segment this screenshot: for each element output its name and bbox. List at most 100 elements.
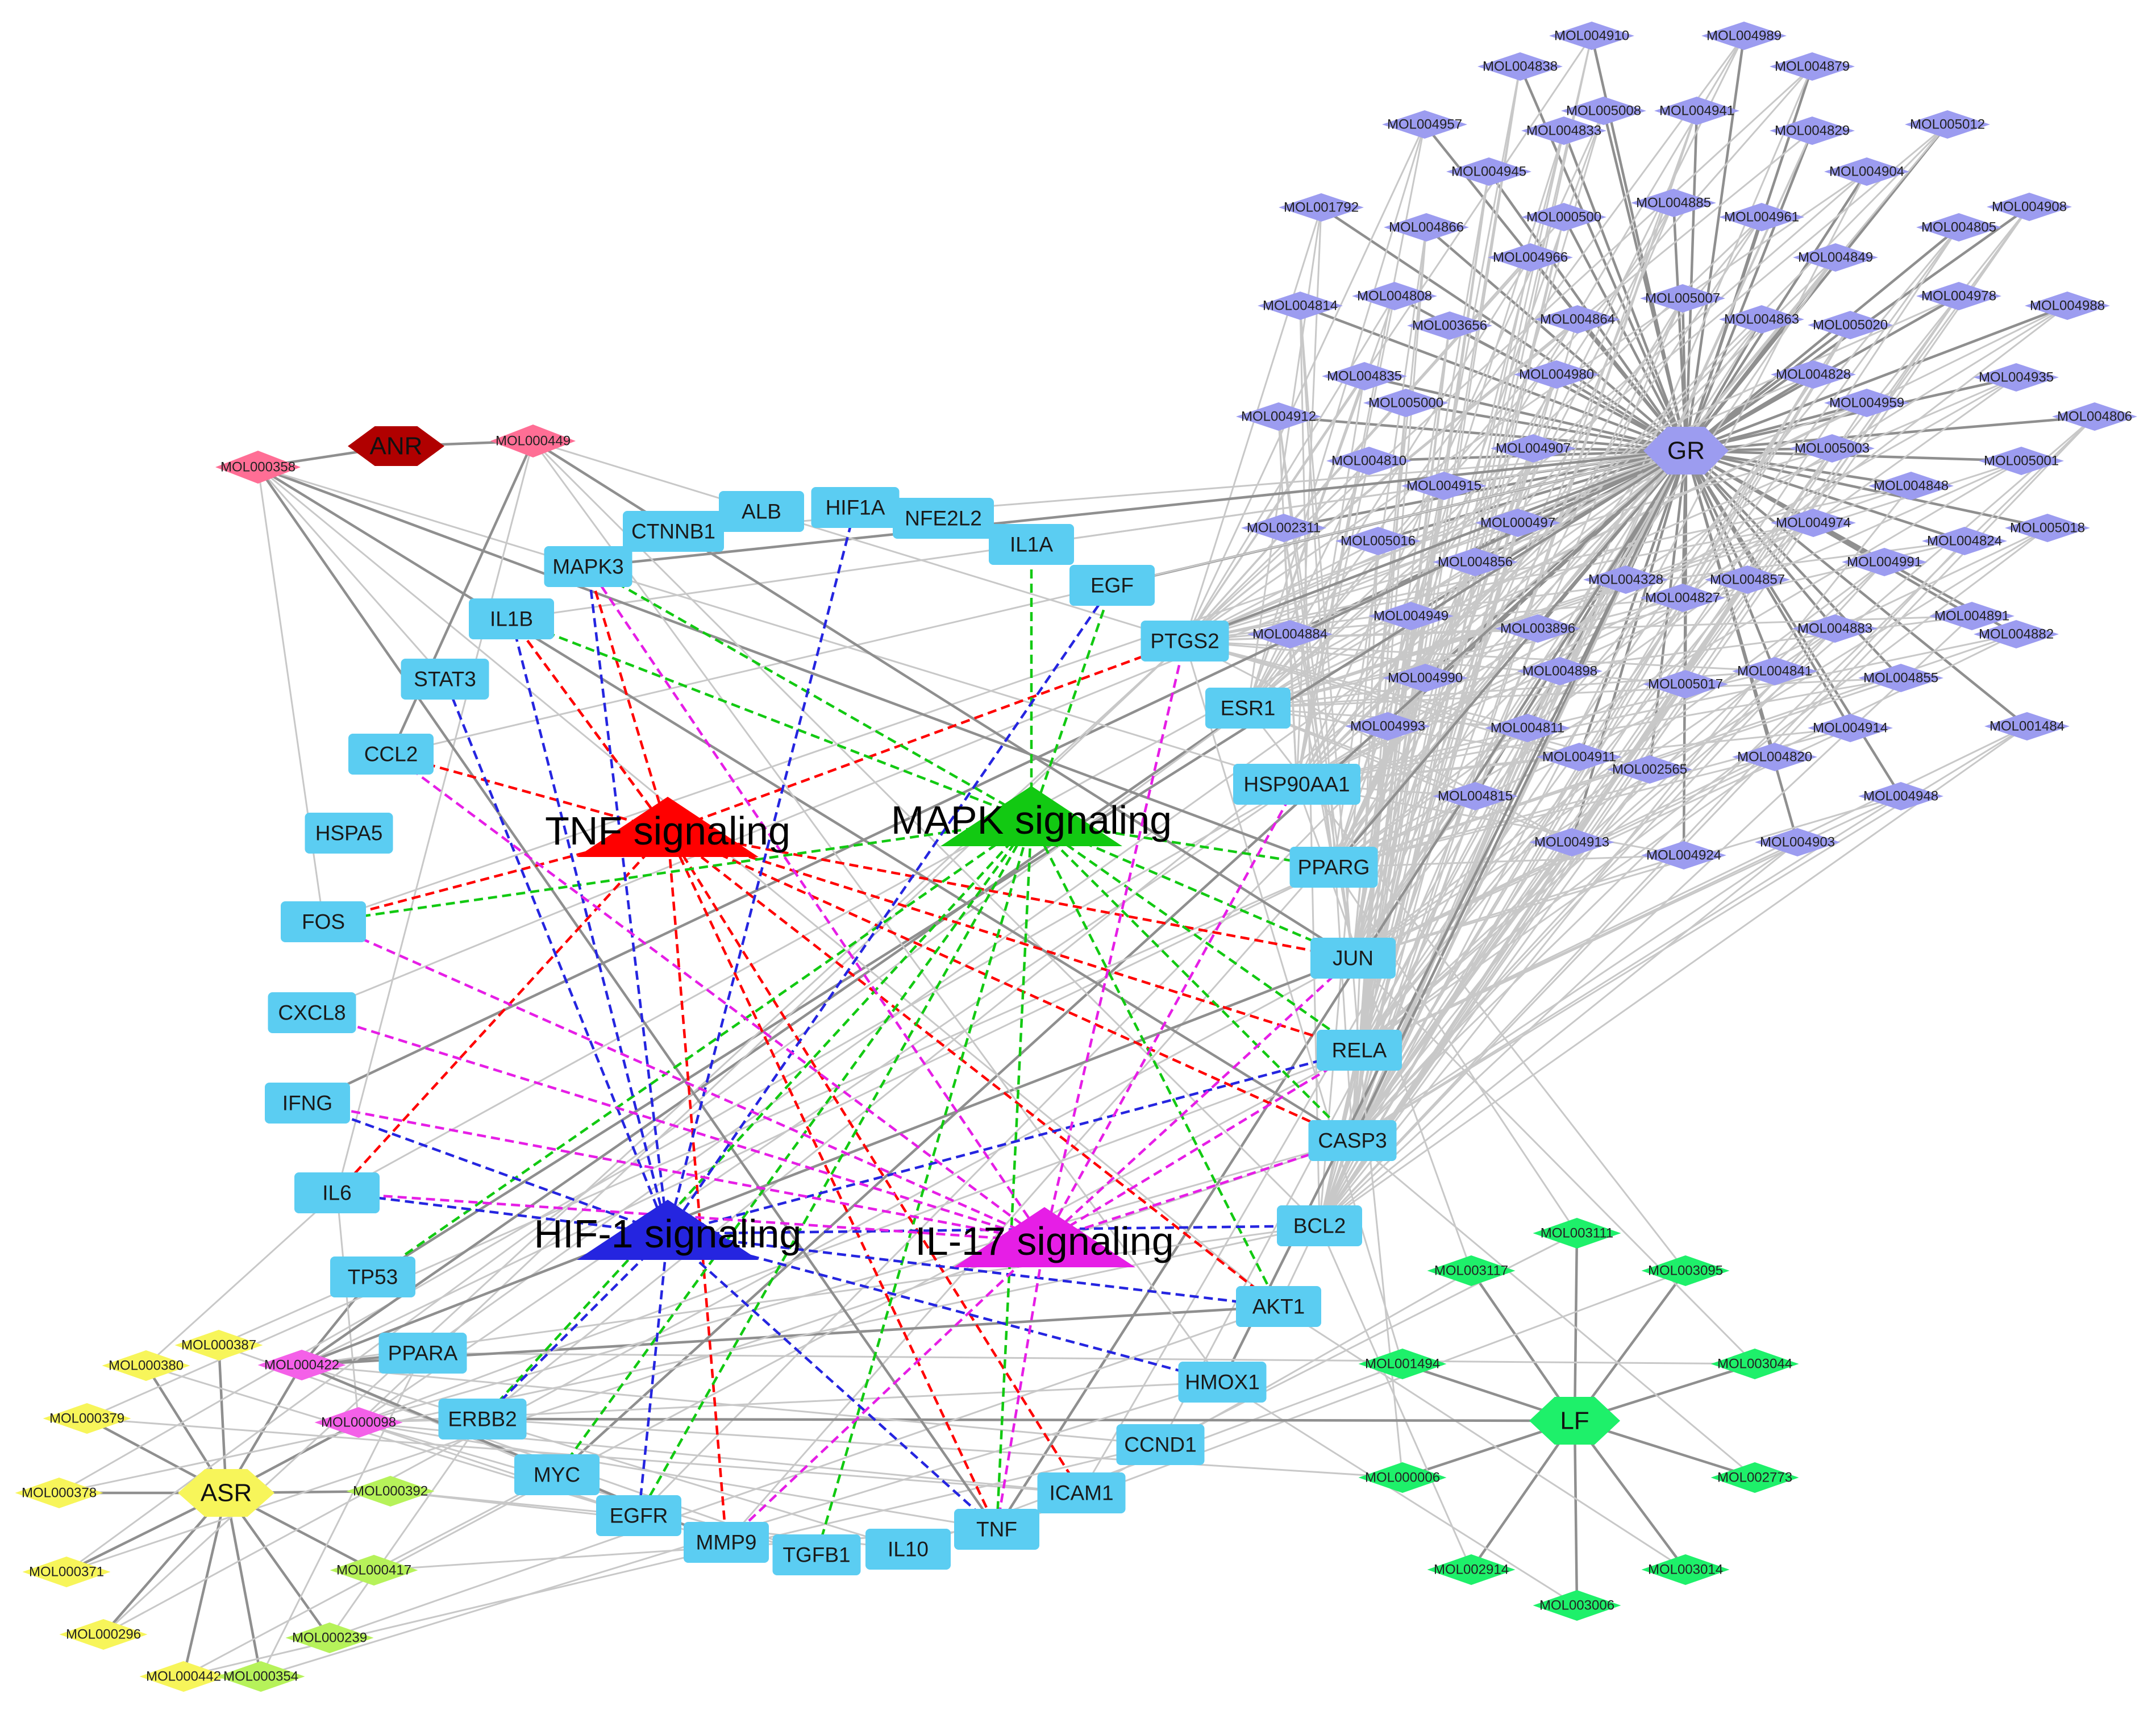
molecule-mol004948[interactable]: MOL004948 [1858, 782, 1943, 810]
molecule-mol004828[interactable]: MOL004828 [1771, 360, 1856, 389]
molecule-mol003014[interactable]: MOL003014 [1641, 1554, 1730, 1585]
molecule-mol003095[interactable]: MOL003095 [1641, 1255, 1730, 1286]
target-node-cxcl8[interactable]: CXCL8 [268, 992, 356, 1033]
molecule-mol004949[interactable]: MOL004949 [1368, 602, 1454, 630]
target-node-ifng[interactable]: IFNG [265, 1083, 350, 1124]
target-node-stat3[interactable]: STAT3 [401, 659, 489, 700]
molecule-mol004907[interactable]: MOL004907 [1491, 434, 1576, 463]
molecule-mol004961[interactable]: MOL004961 [1719, 203, 1804, 231]
molecule-mol004808[interactable]: MOL004808 [1352, 282, 1437, 310]
molecule-mol004810[interactable]: MOL004810 [1326, 447, 1412, 475]
target-node-egf[interactable]: EGF [1069, 565, 1155, 606]
molecule-mol004959[interactable]: MOL004959 [1824, 389, 1909, 417]
target-node-icam1[interactable]: ICAM1 [1037, 1472, 1126, 1513]
target-node-il6[interactable]: IL6 [294, 1172, 380, 1213]
molecule-mol004855[interactable]: MOL004855 [1858, 664, 1943, 692]
molecule-mol001792[interactable]: MOL001792 [1279, 193, 1364, 222]
molecule-mol000387[interactable]: MOL000387 [174, 1330, 263, 1360]
molecule-mol004841[interactable]: MOL004841 [1732, 657, 1817, 685]
target-node-il10[interactable]: IL10 [865, 1529, 951, 1570]
target-node-tp53[interactable]: TP53 [330, 1257, 415, 1297]
molecule-mol004904[interactable]: MOL004904 [1824, 157, 1909, 186]
molecule-mol004849[interactable]: MOL004849 [1793, 243, 1878, 272]
molecule-mol005012[interactable]: MOL005012 [1905, 110, 1990, 139]
molecule-mol005016[interactable]: MOL005016 [1335, 527, 1421, 555]
molecule-mol004911[interactable]: MOL004911 [1537, 743, 1622, 771]
molecule-mol003656[interactable]: MOL003656 [1407, 311, 1492, 340]
molecule-mol004328[interactable]: MOL004328 [1583, 565, 1668, 594]
molecule-mol005020[interactable]: MOL005020 [1808, 311, 1893, 339]
molecule-mol003006[interactable]: MOL003006 [1533, 1590, 1621, 1621]
target-node-il1a[interactable]: IL1A [989, 524, 1074, 565]
molecule-mol005008[interactable]: MOL005008 [1561, 97, 1646, 125]
molecule-mol004824[interactable]: MOL004824 [1922, 527, 2007, 555]
target-node-pparg[interactable]: PPARG [1289, 847, 1378, 888]
molecule-mol000392[interactable]: MOL000392 [346, 1476, 435, 1507]
molecule-mol004915[interactable]: MOL004915 [1401, 472, 1487, 500]
target-node-casp3[interactable]: CASP3 [1308, 1120, 1397, 1161]
molecule-mol004838[interactable]: MOL004838 [1477, 52, 1563, 81]
molecule-mol005001[interactable]: MOL005001 [1979, 447, 2064, 475]
molecule-mol004913[interactable]: MOL004913 [1529, 828, 1614, 856]
molecule-mol004988[interactable]: MOL004988 [2025, 292, 2110, 320]
target-node-il1b[interactable]: IL1B [469, 598, 554, 639]
target-node-bcl2[interactable]: BCL2 [1277, 1205, 1362, 1246]
molecule-mol004884[interactable]: MOL004884 [1247, 620, 1333, 648]
molecule-mol000500[interactable]: MOL000500 [1521, 203, 1606, 231]
molecule-mol000239[interactable]: MOL000239 [285, 1622, 374, 1653]
target-node-hspa5[interactable]: HSPA5 [305, 813, 393, 854]
target-node-mapk3[interactable]: MAPK3 [544, 546, 632, 587]
molecule-mol000379[interactable]: MOL000379 [43, 1403, 131, 1434]
target-node-ctnnb1[interactable]: CTNNB1 [623, 511, 724, 552]
target-node-hmox1[interactable]: HMOX1 [1178, 1362, 1267, 1403]
target-node-ccl2[interactable]: CCL2 [348, 734, 434, 775]
target-node-mmp9[interactable]: MMP9 [684, 1522, 769, 1563]
molecule-mol004806[interactable]: MOL004806 [2052, 402, 2137, 431]
herb-hub-asr[interactable]: ASR [178, 1469, 274, 1517]
molecule-mol004864[interactable]: MOL004864 [1535, 305, 1620, 334]
molecule-mol000378[interactable]: MOL000378 [15, 1478, 103, 1508]
molecule-mol001494[interactable]: MOL001494 [1358, 1349, 1447, 1379]
molecule-mol004908[interactable]: MOL004908 [1987, 193, 2072, 221]
molecule-mol004820[interactable]: MOL004820 [1732, 743, 1817, 771]
molecule-mol004805[interactable]: MOL004805 [1916, 213, 2001, 242]
molecule-mol004935[interactable]: MOL004935 [1974, 363, 2059, 392]
molecule-mol002773[interactable]: MOL002773 [1710, 1462, 1799, 1493]
molecule-mol000497[interactable]: MOL000497 [1475, 509, 1560, 537]
molecule-mol004885[interactable]: MOL004885 [1631, 189, 1716, 217]
molecule-mol005017[interactable]: MOL005017 [1643, 670, 1728, 698]
molecule-mol000296[interactable]: MOL000296 [59, 1619, 148, 1650]
molecule-mol004811[interactable]: MOL004811 [1485, 714, 1570, 742]
molecule-mol000006[interactable]: MOL000006 [1358, 1462, 1447, 1493]
molecule-mol004990[interactable]: MOL004990 [1383, 664, 1468, 692]
molecule-mol000449[interactable]: MOL000449 [490, 425, 576, 457]
molecule-mol003111[interactable]: MOL003111 [1533, 1218, 1621, 1249]
molecule-mol000098[interactable]: MOL000098 [314, 1407, 403, 1438]
pathway-il17[interactable]: IL-17 signaling [915, 1207, 1174, 1267]
target-node-hif1a[interactable]: HIF1A [811, 487, 900, 528]
molecule-mol004848[interactable]: MOL004848 [1868, 472, 1954, 500]
molecule-mol005018[interactable]: MOL005018 [2005, 514, 2090, 542]
target-node-hsp90aa1[interactable]: HSP90AA1 [1233, 764, 1360, 805]
target-node-akt1[interactable]: AKT1 [1236, 1286, 1321, 1327]
molecule-mol004857[interactable]: MOL004857 [1705, 565, 1790, 594]
molecule-mol004879[interactable]: MOL004879 [1770, 52, 1855, 81]
pathway-tnf[interactable]: TNF signaling [545, 797, 790, 857]
target-node-fos[interactable]: FOS [281, 901, 366, 942]
molecule-mol004833[interactable]: MOL004833 [1521, 117, 1606, 145]
molecule-mol004898[interactable]: MOL004898 [1517, 657, 1603, 685]
molecule-mol004924[interactable]: MOL004924 [1641, 841, 1726, 869]
molecule-mol004863[interactable]: MOL004863 [1719, 305, 1804, 334]
molecule-mol004945[interactable]: MOL004945 [1446, 157, 1531, 186]
molecule-mol005003[interactable]: MOL005003 [1789, 434, 1875, 463]
target-node-alb[interactable]: ALB [719, 491, 804, 532]
molecule-mol000358[interactable]: MOL000358 [215, 451, 301, 484]
molecule-mol000380[interactable]: MOL000380 [102, 1350, 190, 1381]
molecule-mol004974[interactable]: MOL004974 [1771, 509, 1856, 537]
target-node-egfr[interactable]: EGFR [596, 1495, 681, 1536]
molecule-mol004978[interactable]: MOL004978 [1916, 282, 2001, 310]
target-node-rela[interactable]: RELA [1317, 1030, 1402, 1071]
molecule-mol004957[interactable]: MOL004957 [1382, 110, 1467, 139]
molecule-mol005007[interactable]: MOL005007 [1640, 284, 1725, 313]
molecule-mol003117[interactable]: MOL003117 [1427, 1255, 1516, 1286]
